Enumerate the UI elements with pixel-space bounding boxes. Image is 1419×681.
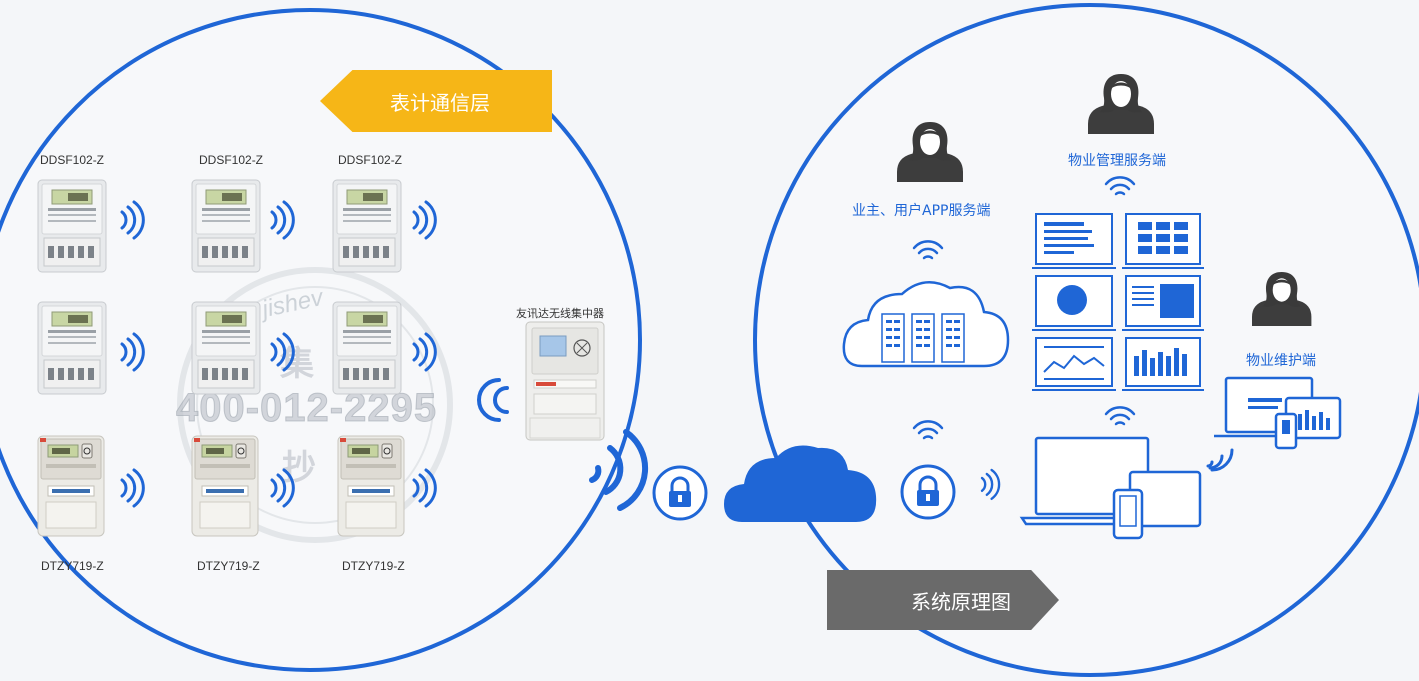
meter-model-label: DTZY719-Z	[41, 559, 104, 573]
internet-label: Internet/Intranet	[751, 489, 857, 506]
concentrator-label: 友讯达无线集中器	[516, 308, 604, 320]
watermark	[177, 267, 453, 543]
gprs-label: GPRS	[782, 470, 826, 487]
owner-app-label: 业主、用户APP服务端	[852, 203, 991, 219]
meter-layer-banner: 表计通信层	[320, 70, 552, 132]
meter-model-label: DTZY719-Z	[197, 559, 260, 573]
system-diagram-banner: 系统原理图	[827, 570, 1059, 630]
property-maint-label: 物业维护端	[1246, 353, 1316, 369]
property-mgmt-label: 物业管理服务端	[1068, 153, 1166, 169]
meter-model-label: DDSF102-Z	[338, 153, 403, 167]
meter-layer-title: 表计通信层	[390, 90, 490, 115]
watermark-phone: 400-012-2295	[175, 386, 438, 431]
meter-model-label: DDSF102-Z	[199, 153, 264, 167]
meter-model-label: DDSF102-Z	[40, 153, 105, 167]
meter-layer-circle	[0, 8, 642, 672]
watermark-char-1: 集	[280, 344, 314, 384]
watermark-char-2: 抄	[282, 448, 316, 488]
system-diagram-title: 系统原理图	[911, 589, 1011, 614]
meter-model-label: DTZY719-Z	[342, 559, 405, 573]
